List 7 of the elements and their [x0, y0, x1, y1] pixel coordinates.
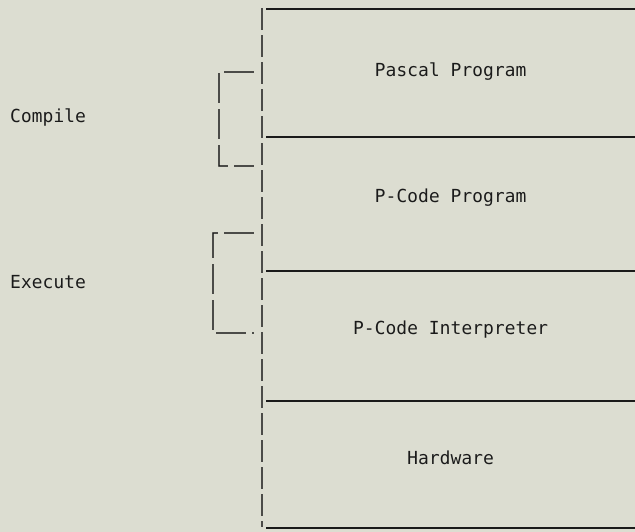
layer-band — [266, 400, 635, 529]
layer-label: Pascal Program — [374, 60, 528, 81]
layer-label: Hardware — [406, 448, 495, 469]
step-label: Execute — [10, 272, 86, 293]
layer-label: P-Code Interpreter — [352, 318, 550, 339]
step-label: Compile — [10, 106, 86, 127]
layer-label: P-Code Program — [374, 186, 528, 207]
